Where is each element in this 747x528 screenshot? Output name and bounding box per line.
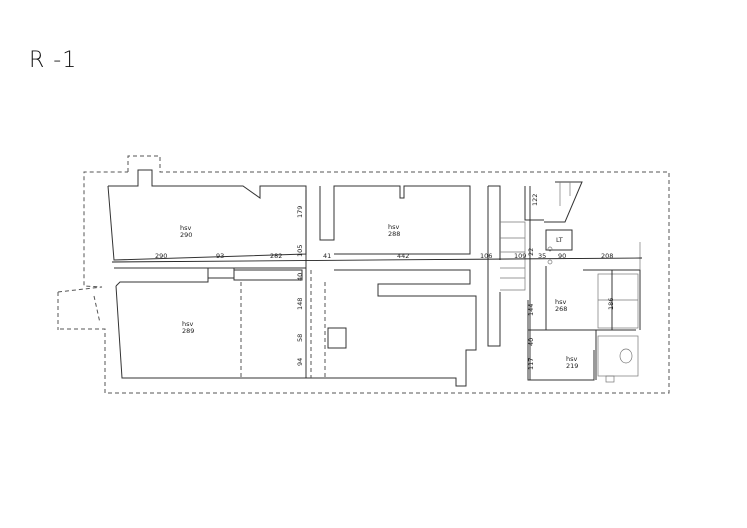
site-boundary <box>57 155 670 394</box>
dim-35: 35 <box>538 252 546 260</box>
dim-290: 290 <box>155 252 167 260</box>
dim-93: 93 <box>216 252 224 260</box>
room-289-name: hsv <box>182 320 194 328</box>
dim-90: 90 <box>558 252 566 260</box>
partitions <box>240 270 326 378</box>
dim-40-left: 40 <box>296 273 304 281</box>
room-289-number: 289 <box>182 327 194 335</box>
dim-109: 109 <box>514 252 526 260</box>
dim-41: 41 <box>323 252 331 260</box>
dim-282: 282 <box>270 252 282 260</box>
dim-148: 148 <box>296 298 304 310</box>
walls <box>107 169 641 387</box>
room-290-number: 290 <box>180 231 192 239</box>
room-268-number: 268 <box>555 305 567 313</box>
room-labels: hsv 290 hsv 288 hsv 289 hsv 268 hsv 219 … <box>180 223 578 370</box>
room-288-number: 288 <box>388 230 400 238</box>
dim-105: 105 <box>296 245 304 257</box>
room-268-name: hsv <box>555 298 567 306</box>
dim-94: 94 <box>296 358 304 366</box>
dim-144: 144 <box>527 304 535 316</box>
room-219-number: 219 <box>566 362 578 370</box>
dim-58: 58 <box>296 334 304 342</box>
lift-label: LT <box>556 236 563 244</box>
dim-179: 179 <box>296 206 304 218</box>
dimension-lines <box>111 186 643 380</box>
dim-22: 22 <box>527 248 535 256</box>
room-219-name: hsv <box>566 355 578 363</box>
dim-117: 117 <box>527 358 535 370</box>
horizontal-dimension-labels: 290 93 282 41 442 106 109 35 90 208 <box>155 252 613 260</box>
room-288-name: hsv <box>388 223 400 231</box>
vertical-dimension-labels: 179 105 40 148 58 94 122 22 144 40 117 1… <box>296 194 615 370</box>
room-290-name: hsv <box>180 224 192 232</box>
dim-106: 106 <box>480 252 492 260</box>
plan-title: R -1 <box>29 48 78 73</box>
dim-442: 442 <box>397 252 409 260</box>
dim-186: 186 <box>607 298 615 310</box>
dim-40-right: 40 <box>527 338 535 346</box>
dim-208: 208 <box>601 252 613 260</box>
dim-122: 122 <box>531 194 539 206</box>
